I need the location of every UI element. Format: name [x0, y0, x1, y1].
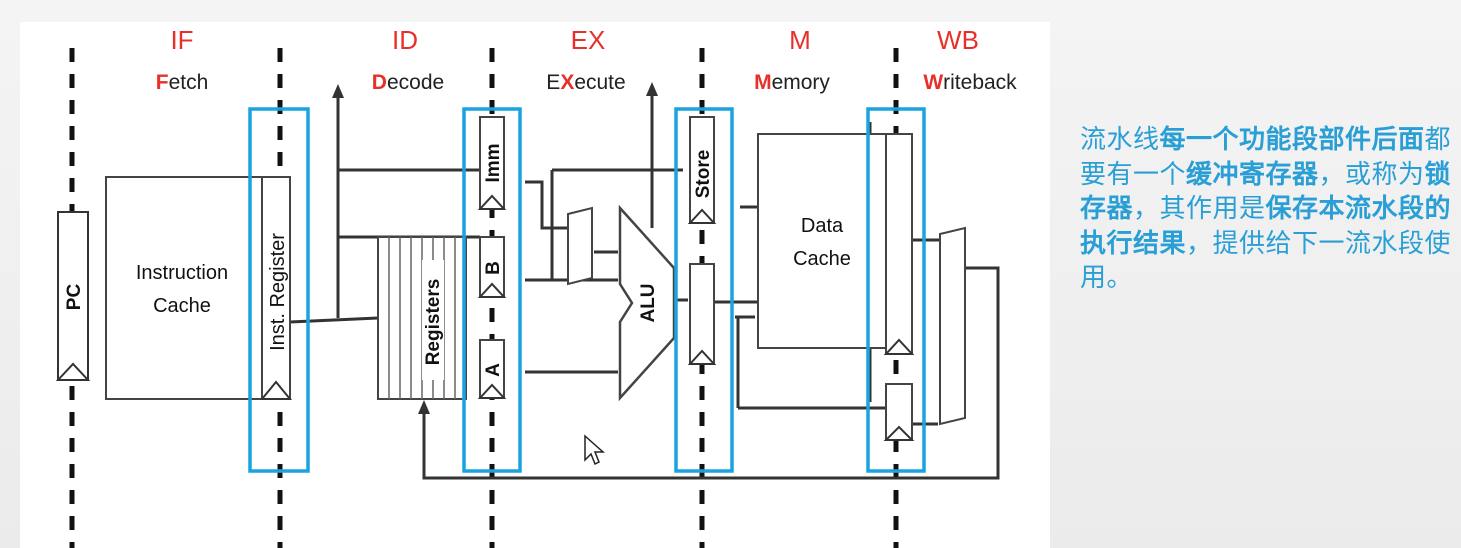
highlight-box-ex-m	[674, 107, 734, 473]
stage-ex-rest: ecute	[574, 71, 625, 94]
inst-register: Inst. Register	[259, 176, 293, 400]
stage-m-abbr: M	[789, 25, 811, 55]
note-seg-bold: 每一个功能段部件后面	[1159, 125, 1425, 155]
stage-labels: IF Fetch ID Decode EX EXecute M Memory W…	[156, 25, 1017, 94]
stage-if-first: F	[156, 71, 169, 94]
highlight-box-m-wb	[866, 107, 926, 473]
stage-wb-rest: riteback	[943, 71, 1017, 94]
m-wb-latches	[883, 133, 915, 441]
stage-m-name: Memory	[754, 71, 830, 94]
latch-highlights	[248, 107, 926, 473]
registers-label: Registers	[423, 279, 444, 366]
note-seg: ，或称为	[1318, 159, 1425, 190]
dcache-label-line2: Cache	[793, 248, 851, 270]
stage-if-abbr: IF	[170, 25, 193, 55]
note-seg-bold: 保存本流水段的执行结果	[1080, 194, 1452, 259]
note-seg: 流水线	[1080, 125, 1160, 155]
stage-id-rest: ecode	[387, 71, 444, 94]
ex-mux	[567, 206, 593, 286]
stage-id-name: Decode	[372, 71, 444, 94]
imm-label: Imm	[483, 143, 504, 182]
register-file: Registers	[377, 236, 467, 400]
mouse-cursor-icon	[584, 434, 605, 466]
stage-ex-abbr: EX	[571, 25, 606, 55]
stage-ex-name: EXecute	[546, 71, 625, 94]
alu-label: ALU	[638, 283, 659, 322]
data-cache: Data Cache	[757, 133, 887, 349]
stage-if-name: Fetch	[156, 71, 209, 94]
inst-register-label: Inst. Register	[267, 233, 289, 351]
dcache-label-line1: Data	[801, 215, 844, 237]
pc-label: PC	[64, 284, 85, 311]
stage-m-rest: emory	[772, 71, 831, 94]
stage-wb-name: Writeback	[923, 71, 1017, 94]
pc-register: PC	[55, 211, 91, 381]
alu: ALU	[618, 204, 676, 402]
stage-m-first: M	[754, 71, 772, 94]
store-label: Store	[693, 150, 714, 199]
note-seg-bold: 锁存器	[1080, 159, 1452, 225]
pipeline-diagram: IF Fetch ID Decode EX EXecute M Memory W…	[20, 22, 1050, 548]
stage-ex-mid: X	[560, 71, 574, 94]
reg-a-label: A	[483, 363, 504, 377]
stage-wb-abbr: WB	[937, 25, 979, 55]
stage-ex-first: E	[546, 71, 560, 94]
note-seg-bold: 缓冲寄存器	[1186, 159, 1319, 190]
note-seg: ，其作用是	[1133, 194, 1266, 224]
note-seg: 都要有一个	[1080, 125, 1452, 190]
highlight-box-id-ex	[462, 107, 522, 473]
reg-b-label: B	[483, 261, 504, 275]
instruction-cache: Instruction Cache	[105, 176, 263, 400]
id-ex-latches: Imm B A	[477, 116, 507, 399]
icache-label-line1: Instruction	[136, 262, 228, 284]
icache-label-line2: Cache	[153, 295, 211, 317]
wb-mux	[939, 226, 966, 426]
stage-wb-first: W	[923, 71, 943, 94]
explanation-text: 流水线每一个功能段部件后面都要有一个缓冲寄存器，或称为锁存器，其作用是保存本流水…	[1080, 123, 1455, 296]
arrowheads	[332, 82, 658, 414]
note-seg: ，提供给下一流水段使用。	[1080, 228, 1452, 294]
highlight-box-if-id	[248, 107, 310, 473]
stage-id-first: D	[372, 71, 387, 94]
stage-id-abbr: ID	[392, 25, 418, 55]
stage-if-rest: etch	[169, 71, 209, 94]
ex-m-latches: Store	[687, 116, 717, 365]
